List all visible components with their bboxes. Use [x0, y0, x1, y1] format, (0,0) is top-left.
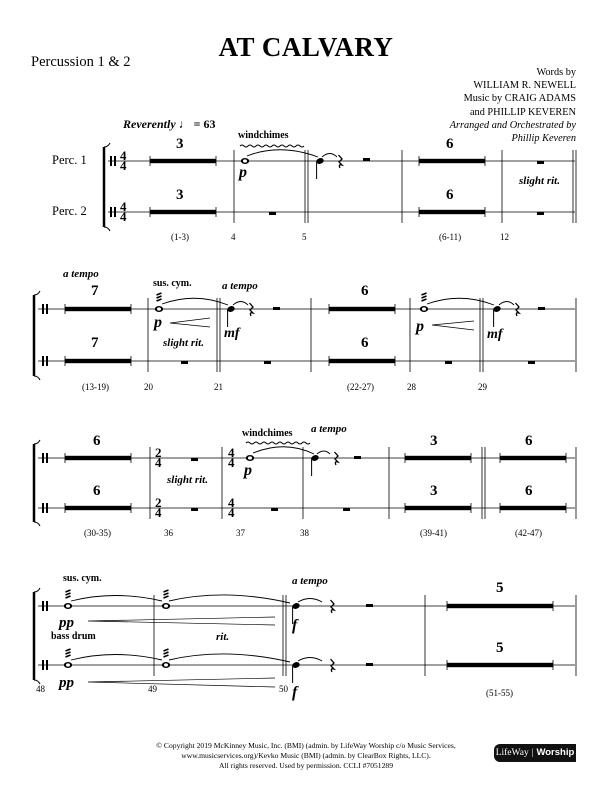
measure-number: 29: [478, 382, 487, 392]
measure-number: 5: [302, 232, 307, 242]
multirest-range: (39-41): [420, 528, 447, 538]
instrument-cue: sus. cym.: [63, 573, 102, 584]
words-label: Words by: [536, 67, 577, 78]
dynamic: f: [292, 684, 298, 701]
expression-a-tempo: a tempo: [311, 423, 347, 435]
svg-text:4: 4: [120, 148, 127, 163]
copyright-line: © Copyright 2019 McKinney Music, Inc. (B…: [156, 741, 456, 750]
multirest-range: (13-19): [82, 382, 109, 392]
measure-number: 21: [214, 382, 223, 392]
multirest-count: 5: [496, 640, 504, 656]
multirest-count: 7: [91, 335, 99, 351]
dynamic: f: [292, 617, 298, 634]
measure-number: 38: [300, 528, 309, 538]
expression: slight rit.: [519, 175, 560, 187]
svg-text:4: 4: [155, 505, 162, 520]
dynamic: p: [239, 164, 247, 181]
arranged-label: Arranged and Orchestrated by: [449, 119, 576, 131]
multirest-count: 6: [361, 283, 369, 299]
multirest-range: (1-3): [171, 232, 189, 242]
multirest-count: 6: [93, 433, 101, 449]
svg-text:4: 4: [120, 158, 127, 173]
svg-text:2: 2: [155, 495, 162, 510]
svg-text:4: 4: [120, 199, 127, 214]
multirest-count: 7: [91, 283, 99, 299]
multirest-count: 6: [446, 136, 454, 152]
lifeway-worship-logo: LifeWay | Worship: [494, 744, 576, 762]
copyright-line: www.musicservices.org)/Kevko Music (BMI)…: [181, 751, 431, 760]
logo-separator: |: [531, 747, 534, 758]
quarter-note-icon: ♩: [178, 117, 191, 131]
measure-number: 36: [164, 528, 173, 538]
svg-text:4: 4: [120, 209, 127, 224]
measure-number: 50: [279, 684, 288, 694]
logo-worship: Worship: [536, 747, 575, 758]
expression: slight rit.: [167, 474, 208, 486]
expression: slight rit.: [163, 337, 204, 349]
multirest-range: (51-55): [486, 688, 513, 698]
multirest-count: 6: [525, 483, 533, 499]
tempo-bpm: = 63: [193, 117, 216, 131]
perc2-label: Perc. 2: [52, 204, 87, 218]
arranger: Phillip Keveren: [511, 133, 576, 145]
svg-text:4: 4: [228, 505, 235, 520]
instrument-cue: bass drum: [51, 631, 96, 642]
multirest-range: (30-35): [84, 528, 111, 538]
svg-text:2: 2: [155, 445, 162, 460]
song-title: AT CALVARY: [218, 32, 394, 62]
composer2: and PHILLIP KEVEREN: [469, 106, 576, 118]
expression: rit.: [216, 631, 230, 643]
multirest-count: 6: [361, 335, 369, 351]
multirest-range: (22-27): [347, 382, 374, 392]
multirest-count: 5: [496, 580, 504, 596]
svg-text:4: 4: [155, 455, 162, 470]
perc1-label: Perc. 1: [52, 153, 87, 167]
measure-number: 37: [236, 528, 245, 538]
dynamic: pp: [59, 615, 74, 631]
logo-lifeway: LifeWay: [495, 748, 529, 758]
system-1-symbols: 4 4 4 4: [110, 144, 544, 224]
copyright-notice: © Copyright 2019 McKinney Music, Inc. (B…: [0, 741, 612, 771]
multirest-count: 6: [446, 187, 454, 203]
instrument-cue: windchimes: [242, 428, 293, 439]
tempo-text: Reverently: [123, 117, 176, 131]
measure-number: 28: [407, 382, 416, 392]
instrument-cue: sus. cym.: [153, 278, 192, 289]
dynamic: p: [244, 462, 252, 479]
multirest-count: 3: [430, 433, 438, 449]
tempo-marking: Reverently ♩ = 63: [123, 117, 216, 132]
multirest-range: (42-47): [515, 528, 542, 538]
copyright-line: All rights reserved. Used by permission.…: [218, 761, 393, 770]
svg-text:4: 4: [228, 495, 235, 510]
dynamic: mf: [224, 326, 240, 341]
multirest-count: 6: [525, 433, 533, 449]
measure-number: 12: [500, 232, 509, 242]
expression-a-tempo: a tempo: [292, 575, 328, 587]
multirest-count: 3: [176, 187, 184, 203]
dynamic: mf: [487, 327, 503, 342]
measure-number: 20: [144, 382, 153, 392]
measure-number: 4: [231, 232, 236, 242]
svg-text:4: 4: [228, 445, 235, 460]
dynamic: p: [154, 314, 162, 331]
lyricist: WILLIAM R. NEWELL: [473, 80, 576, 92]
instrument-cue: windchimes: [238, 130, 289, 141]
multirest-count: 6: [93, 483, 101, 499]
expression-a-tempo: a tempo: [222, 280, 258, 292]
dynamic: pp: [59, 675, 74, 691]
dynamic: p: [416, 318, 424, 335]
multirest-count: 3: [430, 483, 438, 499]
measure-number: 48: [36, 684, 45, 694]
credits-block: Words by WILLIAM R. NEWELL Music by CRAI…: [450, 66, 576, 145]
svg-text:4: 4: [228, 455, 235, 470]
measure-number: 49: [148, 684, 157, 694]
expression-a-tempo: a tempo: [63, 268, 99, 280]
music-by: Music by CRAIG ADAMS: [463, 93, 576, 105]
multirest-range: (6-11): [439, 232, 462, 242]
part-name: Percussion 1 & 2: [31, 54, 131, 70]
multirest-count: 3: [176, 136, 184, 152]
